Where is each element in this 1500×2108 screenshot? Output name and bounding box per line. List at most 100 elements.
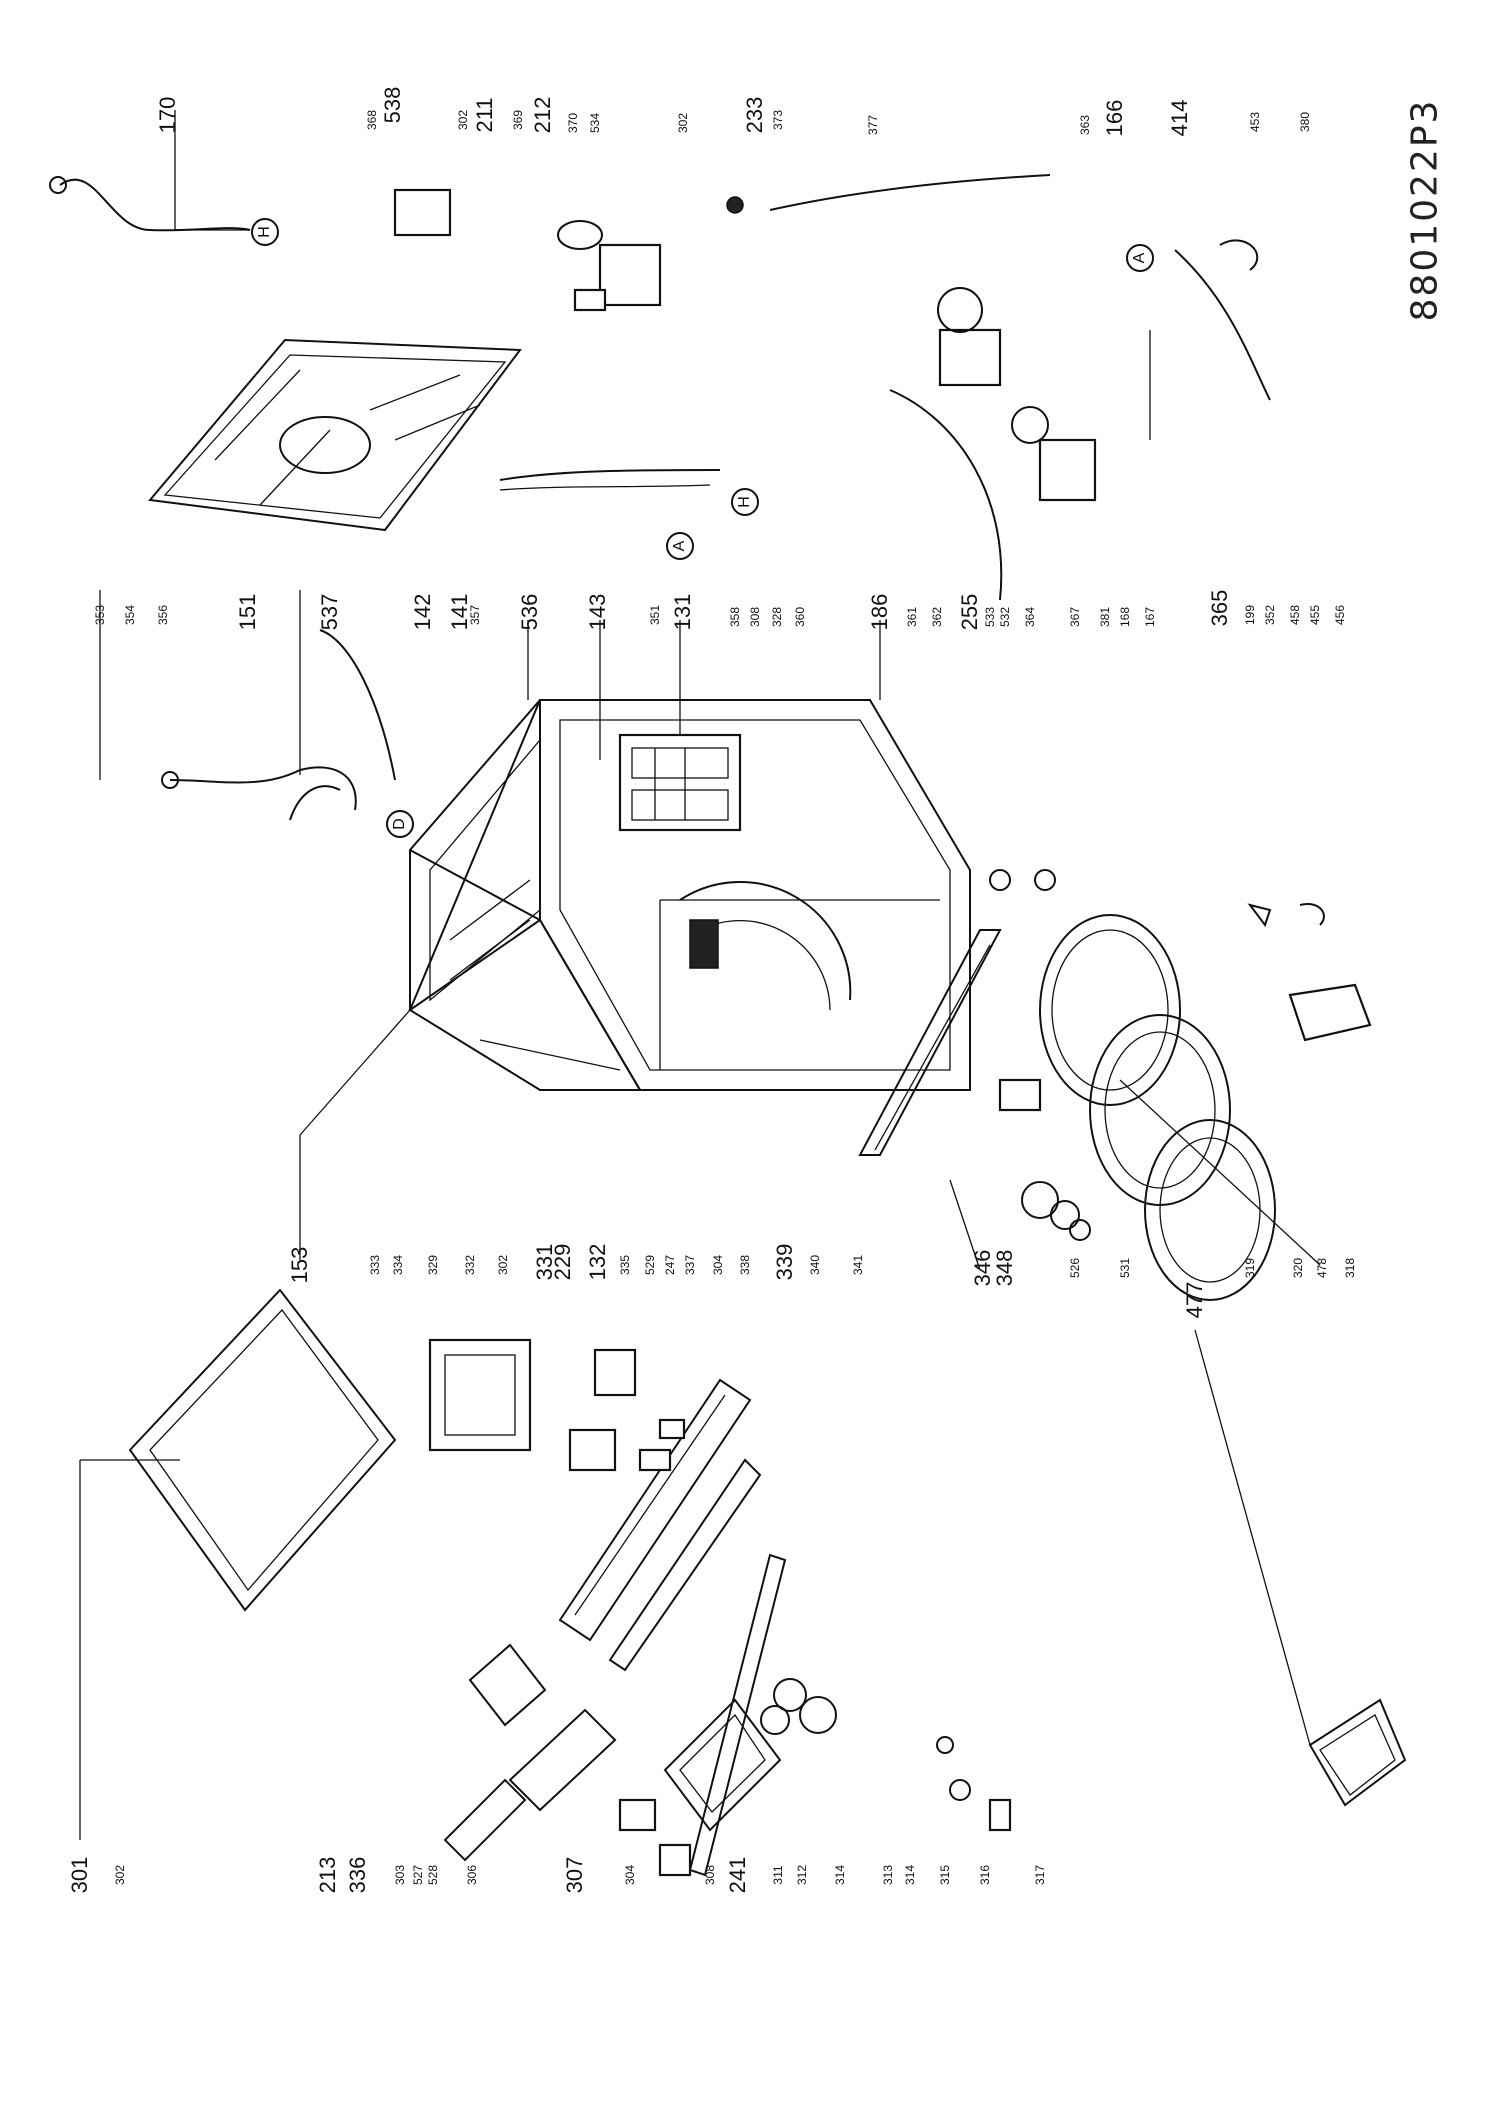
- callout-167: 167: [1143, 606, 1157, 628]
- connector-marker-a-1: A: [671, 540, 688, 552]
- callout-304b: 304: [623, 1864, 637, 1886]
- callout-538: 538: [380, 86, 405, 124]
- callout-302b: 302: [676, 112, 690, 134]
- callout-333: 333: [368, 1254, 382, 1276]
- connector-marker-h-1: H: [256, 226, 273, 238]
- callout-365: 365: [1207, 589, 1232, 627]
- callout-132: 132: [585, 1243, 610, 1281]
- callout-212: 212: [530, 96, 555, 134]
- callout-314b: 314: [903, 1864, 917, 1886]
- callout-335: 335: [618, 1254, 632, 1276]
- callout-526: 526: [1068, 1257, 1082, 1279]
- callout-458: 458: [1288, 604, 1302, 626]
- callout-304a: 304: [711, 1254, 725, 1276]
- callout-312: 312: [795, 1864, 809, 1886]
- callout-354: 354: [123, 604, 137, 626]
- knobs: [760, 1678, 1012, 1832]
- small-upper-parts: [393, 188, 744, 312]
- base-tray: [1308, 1698, 1407, 1807]
- kick-strip: [688, 1553, 787, 1877]
- callout-314a: 314: [833, 1864, 847, 1886]
- callout-536: 536: [517, 593, 542, 631]
- callout-337: 337: [683, 1254, 697, 1276]
- callout-357: 357: [468, 604, 482, 626]
- callout-356: 356: [156, 604, 170, 626]
- callout-529: 529: [643, 1254, 657, 1276]
- callout-358: 358: [728, 606, 742, 628]
- callout-533: 533: [983, 606, 997, 628]
- callout-346: 346: [970, 1249, 995, 1287]
- leader-lines: [79, 110, 1321, 1840]
- callout-302c: 302: [496, 1254, 510, 1276]
- callout-255: 255: [957, 593, 982, 631]
- callout-532: 532: [998, 606, 1012, 628]
- document-id: 8801022P3: [1404, 98, 1446, 322]
- callout-381: 381: [1098, 606, 1112, 628]
- connector-marker-a-2: A: [1131, 252, 1148, 264]
- callout-319: 319: [1243, 1257, 1257, 1279]
- drum-opening: [679, 881, 852, 1011]
- callout-313: 313: [881, 1864, 895, 1886]
- front-small-panels: [443, 1643, 617, 1862]
- programmer-unit: [428, 1338, 637, 1472]
- callout-211: 211: [472, 97, 497, 133]
- electronic-board: [618, 733, 742, 832]
- callout-186: 186: [867, 593, 892, 631]
- callout-377: 377: [866, 114, 880, 136]
- callout-334: 334: [391, 1254, 405, 1276]
- callout-528: 528: [426, 1864, 440, 1886]
- callout-352: 352: [1263, 604, 1277, 626]
- callout-316: 316: [978, 1864, 992, 1886]
- callout-455: 455: [1308, 604, 1322, 626]
- hose-assemblies: [49, 176, 721, 821]
- callout-199: 199: [1243, 604, 1257, 626]
- callout-380: 380: [1298, 111, 1312, 133]
- callout-233: 233: [742, 96, 767, 134]
- callout-534: 534: [588, 112, 602, 134]
- callout-351: 351: [648, 604, 662, 626]
- front-panel-strip: [858, 929, 1002, 1156]
- callout-368: 368: [365, 109, 379, 131]
- callout-338: 338: [738, 1254, 752, 1276]
- callout-531: 531: [1118, 1257, 1132, 1279]
- callout-370: 370: [566, 112, 580, 134]
- callout-168: 168: [1118, 606, 1132, 628]
- callout-301: 301: [67, 1856, 92, 1894]
- callout-213: 213: [315, 1856, 340, 1894]
- callout-241: 241: [725, 1856, 750, 1894]
- callout-153: 153: [287, 1246, 312, 1284]
- callout-318: 318: [1343, 1257, 1357, 1279]
- callout-414: 414: [1167, 99, 1192, 137]
- callout-302d: 302: [113, 1864, 127, 1886]
- callout-364: 364: [1023, 606, 1037, 628]
- detergent-drawer: [618, 1698, 782, 1877]
- callout-229: 229: [550, 1243, 575, 1281]
- callout-307: 307: [562, 1856, 587, 1894]
- callout-315: 315: [938, 1864, 952, 1886]
- callout-142: 142: [410, 593, 435, 631]
- callout-302a: 302: [456, 109, 470, 131]
- callout-303: 303: [393, 1864, 407, 1886]
- control-fascia: [558, 1378, 762, 1672]
- callout-339: 339: [772, 1243, 797, 1281]
- callout-363: 363: [1078, 114, 1092, 136]
- callout-306: 306: [465, 1864, 479, 1886]
- callout-131: 131: [670, 593, 695, 631]
- hinge-parts: [989, 869, 1325, 1241]
- callout-353: 353: [93, 604, 107, 626]
- callout-328: 328: [770, 606, 784, 628]
- callout-477: 477: [1182, 1281, 1207, 1319]
- callout-361: 361: [905, 606, 919, 628]
- callout-143: 143: [585, 593, 610, 631]
- callout-329: 329: [426, 1254, 440, 1276]
- callout-360: 360: [793, 606, 807, 628]
- callout-166: 166: [1102, 99, 1127, 137]
- connector-circle-shapes: [251, 218, 1154, 838]
- callout-151: 151: [235, 593, 260, 631]
- connector-marker-d: D: [391, 818, 408, 830]
- drain-pump-group: [769, 174, 1271, 601]
- top-cover: [148, 338, 522, 532]
- callout-320: 320: [1291, 1257, 1305, 1279]
